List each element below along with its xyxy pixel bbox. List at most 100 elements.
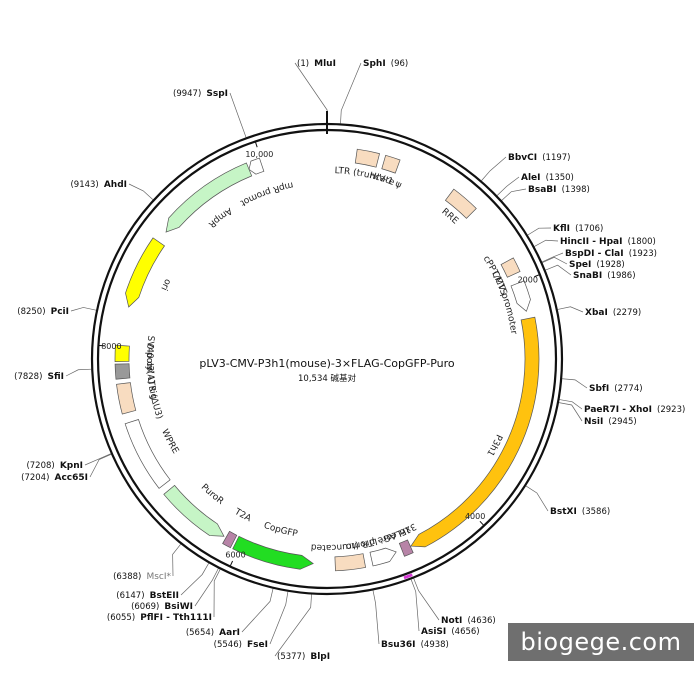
site-leader-msci (172, 543, 181, 577)
site-label-sbfi: SbfI (2774) (589, 376, 643, 395)
feature-label-text: PuroR (199, 482, 225, 506)
site-name-kfli: KflI (553, 224, 570, 234)
site-pos-aari: (5654) (186, 628, 214, 638)
site-pos-asisi: (4656) (451, 627, 479, 637)
tick-mark-2000 (534, 274, 540, 278)
site-pos-pcii: (8250) (17, 307, 45, 317)
site-leader-bsu36i (372, 590, 380, 645)
feature-shape-ltr5-mid (334, 553, 367, 572)
site-leader-paer7i-xhoi (559, 399, 583, 410)
tick-mark-4000 (479, 520, 484, 526)
feature-sv40pa: SV40 poly(A) signal (0, 0, 158, 400)
feature-shape-amprp (248, 157, 265, 175)
site-label-nsii: NsiI (2945) (584, 409, 637, 428)
site-name-acc65i: Acc65I (54, 473, 88, 483)
site-pos-nsii: (2945) (608, 417, 636, 427)
site-pos-kpni: (7208) (26, 461, 54, 471)
site-label-bsiwi: (6069) BsiWI (131, 594, 193, 613)
feature-shape-ef1a (369, 547, 397, 567)
feature-label-path (382, 301, 513, 537)
feature-shape-sv40pa (114, 363, 131, 380)
site-label-bbvci: BbvCI (1197) (508, 145, 570, 164)
site-name-mlui: MluI (314, 59, 336, 69)
site-name-aari: AarI (219, 628, 240, 638)
site-leader-snabi (545, 264, 572, 276)
site-leader-sbfi (562, 378, 588, 389)
feature-ltr5-mid: 5' LTR (truncated) (0, 0, 383, 572)
site-label-aari: (5654) AarI (186, 620, 240, 639)
feature-label-wpre: WPRE (159, 428, 180, 456)
site-pos-paer7i-xhoi: (2923) (657, 405, 685, 415)
site-pos-bstxi: (3586) (582, 507, 610, 517)
site-pos-pflfi-tth111i: (6055) (107, 613, 135, 623)
site-label-alei: AleI (1350) (521, 165, 574, 184)
feature-label-ampr: AmpR (206, 205, 233, 229)
site-name-alei: AleI (521, 173, 541, 183)
site-name-ahdi: AhdI (104, 180, 127, 190)
site-name-noti: NotI (441, 616, 462, 626)
feature-shape-ltr3 (116, 382, 137, 415)
feature-label-sv40ori: SV40 ori (144, 335, 156, 373)
site-pos-hincii-hpai: (1800) (628, 237, 656, 247)
feature-label-text: AmpR (206, 205, 233, 229)
site-leader-pflfi-tth111i (213, 569, 221, 618)
feature-label-text: SV40 poly(A) signal (0, 0, 158, 400)
site-label-msci: (6388) MscI* (113, 564, 171, 583)
feature-label-sv40pa: SV40 poly(A) signal (0, 0, 158, 400)
site-leader-sphi (340, 62, 362, 124)
tick-label-2000: 2000 (518, 275, 538, 284)
feature-shape-hiv-psi (381, 154, 401, 174)
site-label-pcii: (8250) PciI (17, 299, 69, 318)
site-label-mlui: (1) MluI (297, 51, 336, 70)
site-leader-alei (496, 176, 520, 196)
tick-label-8000: 8000 (101, 342, 121, 351)
site-leader-asisi (410, 579, 420, 632)
site-pos-noti: (4636) (467, 616, 495, 626)
feature-shape-p3h1 (410, 316, 540, 548)
site-pos-sfii: (7828) (14, 372, 42, 382)
site-label-sphi: SphI (96) (363, 51, 408, 70)
feature-label-text: T2A (232, 507, 254, 525)
site-leader-bstxi (525, 485, 549, 512)
site-name-kpni: KpnI (60, 461, 83, 471)
site-pos-mlui: (1) (297, 59, 309, 69)
site-name-bstxi: BstXI (550, 507, 577, 517)
site-label-kfli: KflI (1706) (553, 216, 603, 235)
tick-mark-10000 (255, 142, 258, 148)
site-pos-bsteii: (6147) (116, 591, 144, 601)
site-pos-blpi: (5377) (277, 652, 305, 662)
site-name-bsiwi: BsiWI (164, 602, 193, 612)
site-pos-bsabi: (1398) (562, 185, 590, 195)
site-label-bsteii: (6147) BstEII (116, 583, 179, 602)
site-label-bstxi: BstXI (3586) (550, 499, 610, 518)
feature-wpre: WPRE (124, 419, 180, 489)
site-name-pflfi-tth111i: PflFI - Tth111I (140, 613, 212, 623)
site-name-bsabi: BsaBI (528, 185, 557, 195)
site-label-ahdi: (9143) AhdI (70, 172, 127, 191)
tick-label-6000: 6000 (225, 551, 245, 560)
site-pos-kfli: (1706) (575, 224, 603, 234)
site-pos-msci: (6388) (113, 572, 141, 582)
site-name-nsii: NsiI (584, 417, 603, 427)
feature-sv40ori: SV40 ori (114, 335, 156, 373)
site-leader-acc65i (89, 453, 112, 478)
site-name-snabi: SnaBI (573, 271, 602, 281)
feature-puror: PuroR (163, 482, 225, 537)
site-label-bsu36i: Bsu36I (4938) (381, 632, 449, 651)
site-leader-pcii (70, 307, 97, 312)
site-leader-kpni (84, 453, 111, 466)
feature-p3h1: P3h1 (382, 301, 540, 548)
site-leader-sspi (229, 92, 247, 138)
site-pos-spei: (1928) (596, 260, 624, 270)
site-pos-fsei: (5546) (214, 640, 242, 650)
site-label-sfii: (7828) SfiI (14, 364, 64, 383)
feature-shape-copgfp (232, 535, 314, 570)
site-label-spei: SpeI (1928) (569, 252, 625, 271)
site-name-asisi: AsiSI (421, 627, 446, 637)
feature-ori: ori (125, 237, 172, 308)
site-label-snabi: SnaBI (1986) (573, 263, 636, 282)
tick-label-10000: 10,000 (245, 150, 273, 159)
site-pos-bbvci: (1197) (542, 153, 570, 163)
